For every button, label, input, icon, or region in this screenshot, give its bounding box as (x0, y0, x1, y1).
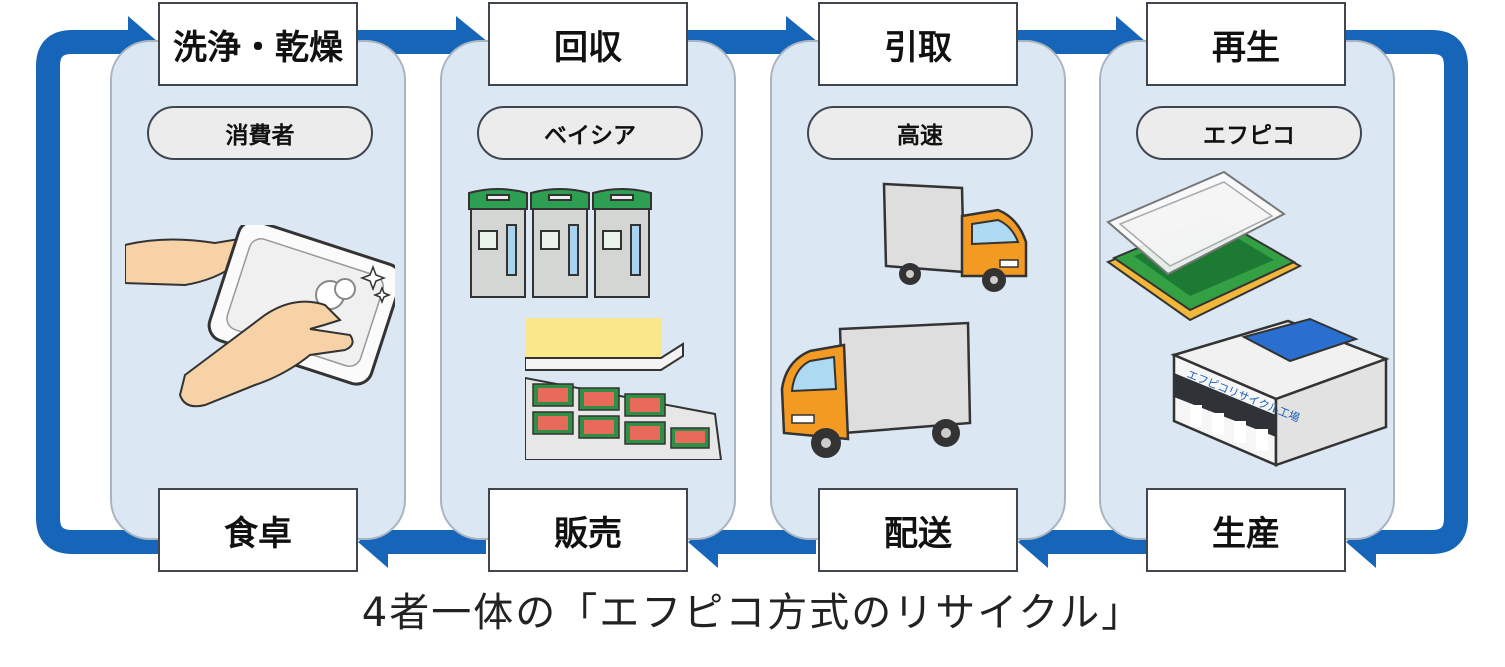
food-trays-icon (1105, 170, 1303, 322)
stage-production: 生産 (1146, 488, 1346, 572)
large-truck-icon (780, 321, 972, 458)
diagram-caption: 4者一体の「エフピコ方式のリサイクル」 (361, 590, 1144, 636)
loop-left (36, 30, 158, 554)
store-display-case-icon (525, 318, 723, 460)
loop-right (1346, 30, 1468, 554)
small-truck-icon (882, 182, 1028, 292)
actor-beisia: ベイシア (477, 106, 703, 160)
stage-pickup: 引取 (818, 2, 1018, 86)
actor-kosoku: 高速 (807, 106, 1033, 160)
stage-delivery: 配送 (818, 488, 1018, 572)
recycling-factory-icon: エフピコリサイクル工場 (1170, 317, 1390, 467)
actor-consumer: 消費者 (147, 106, 373, 160)
stage-wash-dry: 洗浄・乾燥 (158, 2, 358, 86)
stage-regenerate: 再生 (1146, 2, 1346, 86)
stage-sales: 販売 (488, 488, 688, 572)
stage-table: 食卓 (158, 488, 358, 572)
hands-washing-tray-icon (125, 225, 395, 408)
actor-fpco: エフピコ (1136, 106, 1362, 160)
recycle-bins-icon (468, 188, 652, 298)
stage-collect: 回収 (488, 2, 688, 86)
